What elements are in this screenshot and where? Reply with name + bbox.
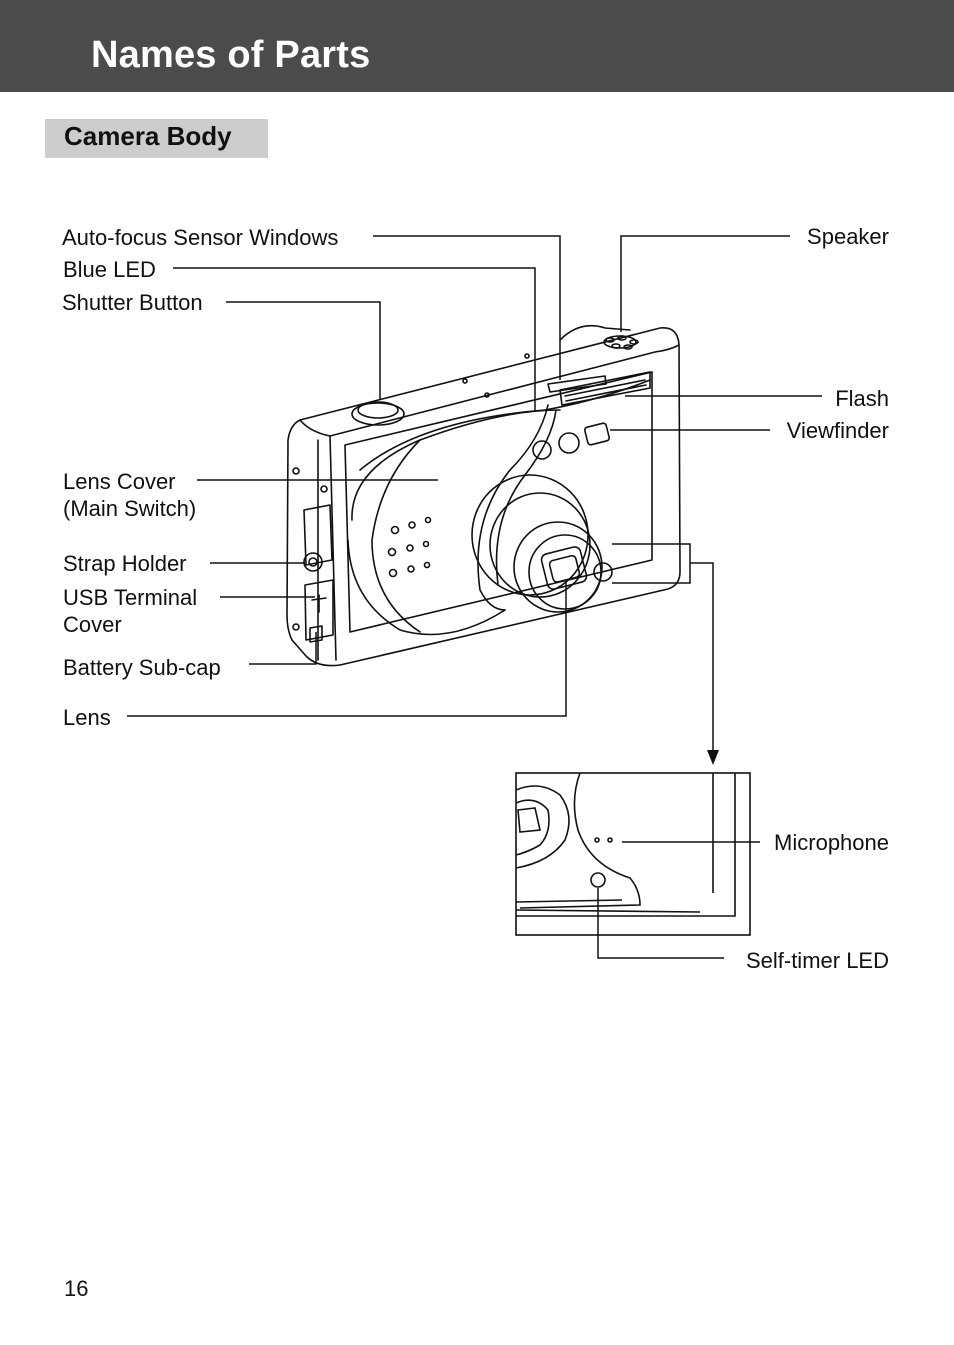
label-speaker: Speaker	[807, 224, 889, 249]
label-lens: Lens	[63, 705, 111, 730]
label-battery-sub-cap: Battery Sub-cap	[63, 655, 221, 680]
leader-lines	[127, 235, 822, 959]
label-main-switch: (Main Switch)	[63, 496, 197, 521]
arrow-head-icon	[707, 750, 719, 765]
label-shutter-button: Shutter Button	[62, 290, 203, 315]
label-viewfinder: Viewfinder	[786, 418, 889, 443]
label-flash: Flash	[835, 386, 889, 411]
label-self-timer-led: Self-timer LED	[745, 948, 889, 973]
label-auto-focus-sensor-windows: Auto-focus Sensor Windows	[62, 225, 339, 250]
label-microphone: Microphone	[774, 830, 889, 855]
section-title: Camera Body	[64, 121, 232, 151]
detail-inset	[515, 772, 751, 936]
section-heading-box	[45, 119, 268, 158]
page-title: Names of Parts	[91, 34, 371, 76]
label-blue-led: Blue LED	[63, 257, 156, 282]
camera-body-outline	[286, 327, 681, 667]
page-number: 16	[64, 1276, 89, 1301]
label-usb-cover: Cover	[63, 612, 122, 637]
label-usb-terminal: USB Terminal	[63, 585, 198, 610]
header-bar	[0, 0, 954, 92]
label-lens-cover: Lens Cover	[63, 469, 176, 494]
label-strap-holder: Strap Holder	[63, 551, 187, 576]
